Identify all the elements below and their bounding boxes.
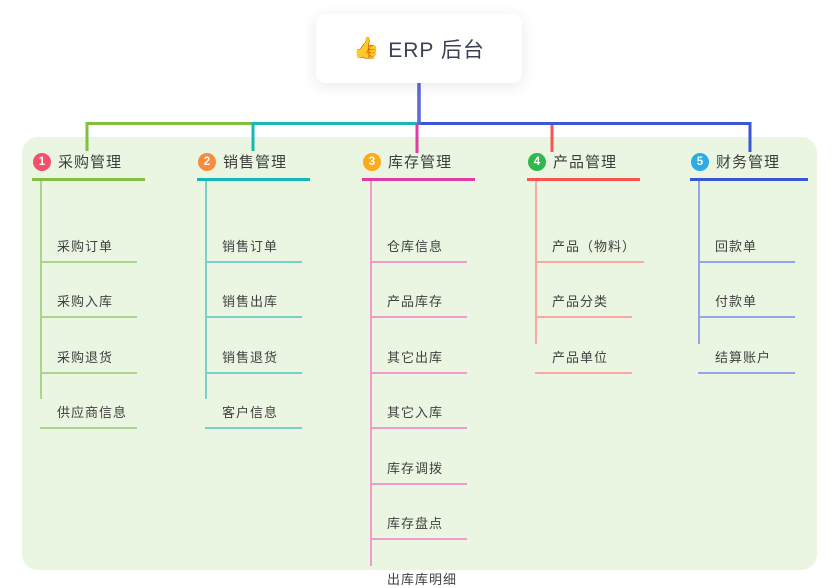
branch-product: 4 产品管理 产品（物料） 产品分类 产品单位 <box>527 150 645 374</box>
child-node[interactable]: 客户信息 <box>205 403 302 429</box>
branch-inventory: 3 库存管理 仓库信息 产品库存 其它出库 其它入库 库存调拨 库存盘点 出库库… <box>362 150 475 588</box>
child-node[interactable]: 采购退货 <box>40 348 137 374</box>
branch-children: 采购订单 采购入库 采购退货 供应商信息 <box>32 181 145 429</box>
branch-child-connector-line <box>205 181 207 399</box>
child-node[interactable]: 其它出库 <box>370 348 467 374</box>
branch-child-connector-line <box>698 181 700 344</box>
mindmap-panel <box>22 137 817 570</box>
child-node[interactable]: 采购入库 <box>40 292 137 318</box>
branch-title-label: 销售管理 <box>223 154 288 171</box>
branch-child-connector-line <box>535 181 537 344</box>
root-node-label: ERP 后台 <box>388 38 485 62</box>
child-node[interactable]: 产品库存 <box>370 292 467 318</box>
child-node[interactable]: 仓库信息 <box>370 237 467 263</box>
branch-finance: 5 财务管理 回款单 付款单 结算账户 <box>690 150 808 374</box>
thumbs-up-icon: 👍 <box>353 37 380 60</box>
branch-child-connector-line <box>40 181 42 399</box>
child-node[interactable]: 其它入库 <box>370 403 467 429</box>
child-node[interactable]: 产品单位 <box>535 348 632 374</box>
child-node[interactable]: 回款单 <box>698 237 795 263</box>
child-node[interactable]: 供应商信息 <box>40 403 137 429</box>
branch-title-label: 采购管理 <box>58 154 123 171</box>
branch-number-badge: 5 <box>691 152 709 171</box>
root-node[interactable]: 👍 ERP 后台 <box>316 14 522 83</box>
child-node[interactable]: 销售订单 <box>205 237 302 263</box>
branch-child-connector-line <box>370 181 372 566</box>
branch-title-node[interactable]: 3 库存管理 <box>362 150 475 181</box>
child-node[interactable]: 销售退货 <box>205 348 302 374</box>
branch-title-node[interactable]: 4 产品管理 <box>527 150 640 181</box>
branch-children: 仓库信息 产品库存 其它出库 其它入库 库存调拨 库存盘点 出库库明细 <box>362 181 475 588</box>
branch-title-label: 库存管理 <box>388 154 453 171</box>
child-node[interactable]: 库存盘点 <box>370 514 467 540</box>
branch-sales: 2 销售管理 销售订单 销售出库 销售退货 客户信息 <box>197 150 310 429</box>
branch-title-node[interactable]: 1 采购管理 <box>32 150 145 181</box>
child-node[interactable]: 产品（物料） <box>535 237 645 263</box>
branch-number-badge: 1 <box>33 152 51 171</box>
branch-children: 回款单 付款单 结算账户 <box>690 181 808 374</box>
branch-title-label: 财务管理 <box>716 154 781 171</box>
branch-procurement: 1 采购管理 采购订单 采购入库 采购退货 供应商信息 <box>32 150 145 429</box>
branch-title-node[interactable]: 2 销售管理 <box>197 150 310 181</box>
child-node[interactable]: 销售出库 <box>205 292 302 318</box>
child-node[interactable]: 产品分类 <box>535 292 632 318</box>
child-node[interactable]: 出库库明细 <box>370 570 467 588</box>
child-node[interactable]: 库存调拨 <box>370 459 467 485</box>
branch-children: 销售订单 销售出库 销售退货 客户信息 <box>197 181 310 429</box>
branch-number-badge: 2 <box>198 152 216 171</box>
child-node[interactable]: 结算账户 <box>698 348 795 374</box>
branch-children: 产品（物料） 产品分类 产品单位 <box>527 181 645 374</box>
branch-title-label: 产品管理 <box>553 154 618 171</box>
branch-number-badge: 3 <box>363 152 381 171</box>
child-node[interactable]: 付款单 <box>698 292 795 318</box>
branch-title-node[interactable]: 5 财务管理 <box>690 150 808 181</box>
child-node[interactable]: 采购订单 <box>40 237 137 263</box>
branch-number-badge: 4 <box>528 152 546 171</box>
